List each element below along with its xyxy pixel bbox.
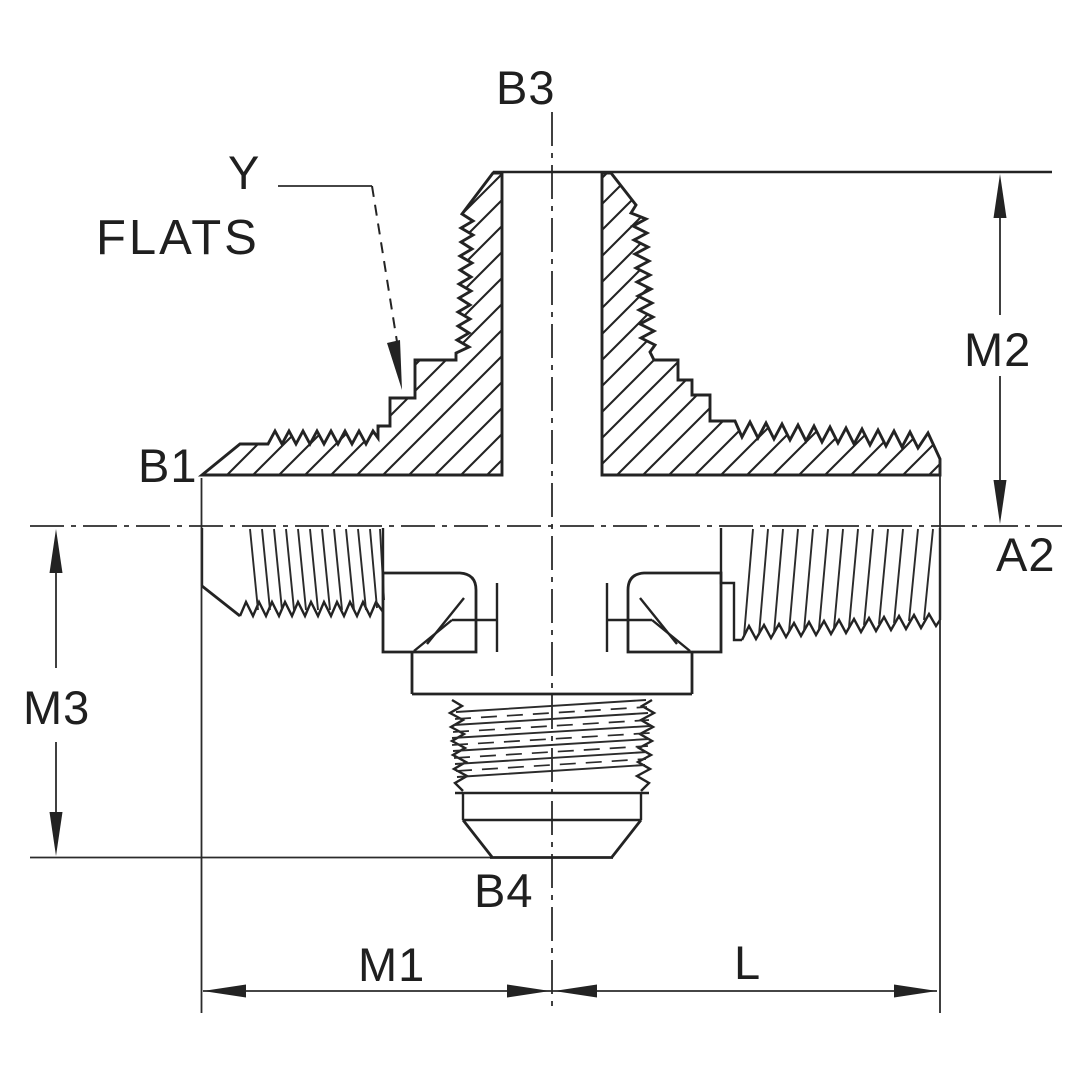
leader-y-flats: Y FLATS [96,146,402,390]
port-label-b1: B1 [138,439,198,492]
dim-m2-arrow-up [993,174,1007,218]
bottom-port-band [455,791,649,822]
left-port-thread-profile [238,599,384,619]
leader-arrowhead [387,340,402,390]
dim-m2: M2 [964,174,1031,524]
dim-label-m3: M3 [23,681,90,734]
callout-y-label: Y [228,146,260,199]
right-port-thread-profile [740,611,941,642]
dim-m1-arrow-right [507,984,550,998]
hex-block-left [381,571,478,654]
flange-corner-chamfers [413,583,691,652]
dim-l: L [554,936,937,998]
left-port-chamfer [201,584,241,618]
right-port-thread-lines [743,528,934,637]
bottom-flange [410,652,694,696]
section-hatch-left [197,171,504,477]
dim-m3-arrow-down [49,812,63,856]
dim-label-l: L [734,936,761,989]
hex-block-right [626,571,723,654]
left-port-thread-lines [249,528,385,611]
right-body-step [719,528,742,642]
port-label-b4: B4 [474,864,534,917]
bottom-port-external [447,698,657,859]
bottom-port-nose-chamfer [461,819,643,858]
section-hatch-right [600,171,942,477]
port-label-b3: B3 [496,61,556,114]
dim-l-arrow-left [554,984,597,998]
bottom-port-thread-right-edge [634,698,657,792]
dim-m3-arrow-up [49,529,63,573]
right-port-external [740,528,942,642]
bottom-port-thread-crests [451,699,651,778]
dim-m1-arrow-left [203,984,246,998]
dim-label-m1: M1 [358,938,425,991]
dim-m2-arrow-down [993,480,1007,524]
left-port-external [200,528,385,619]
dim-m3: M3 [23,529,90,856]
port-label-a2: A2 [996,528,1056,581]
dim-m1: M1 [203,938,937,998]
body-hex-blocks [381,528,742,696]
dim-label-m2: M2 [964,323,1031,376]
callout-flats-label: FLATS [96,211,260,265]
leader-dashed [371,185,399,349]
dim-l-arrow-right [894,984,937,998]
